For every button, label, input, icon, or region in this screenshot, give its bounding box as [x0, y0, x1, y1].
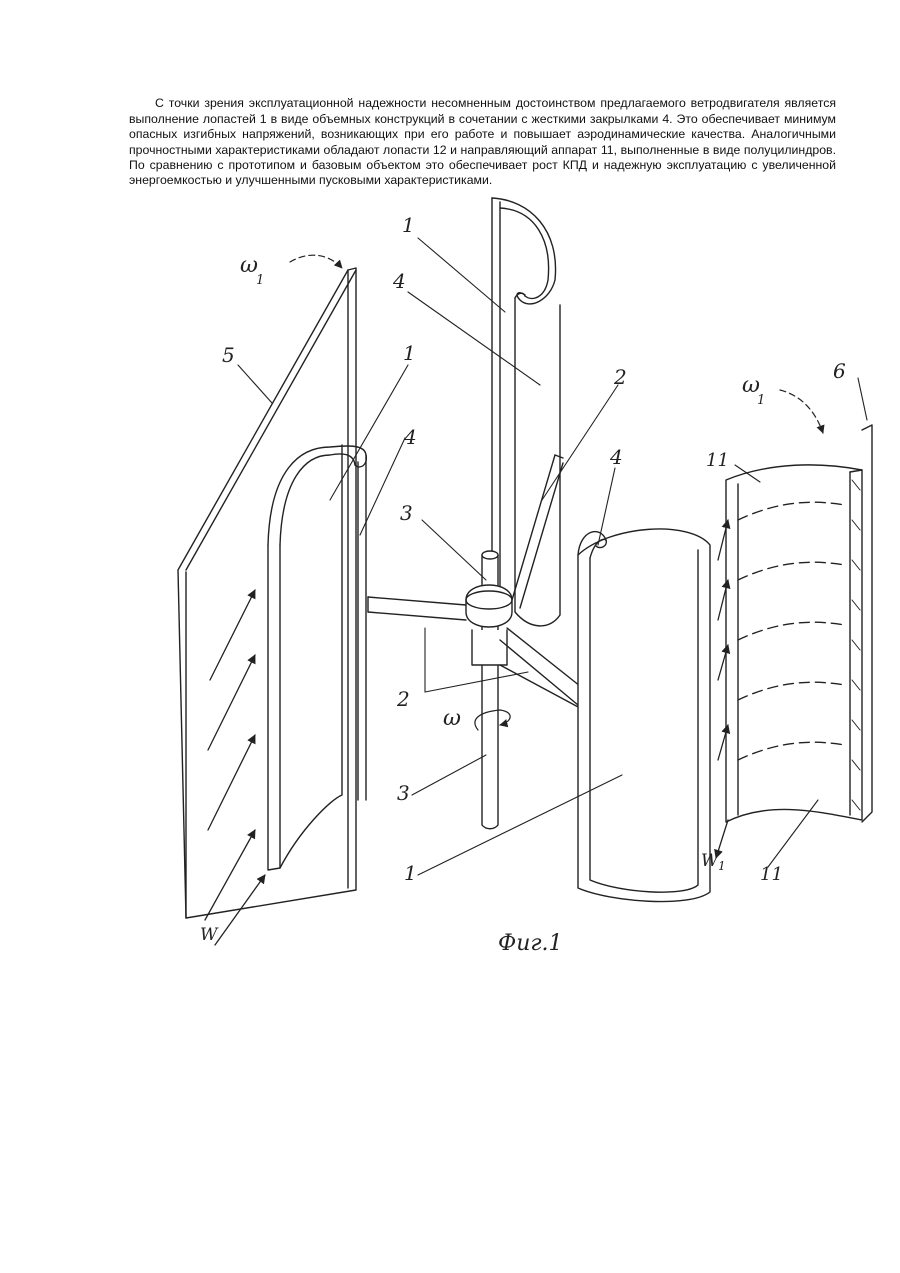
omega1-right-sub: 1: [757, 393, 765, 408]
label-4-mid: 4: [609, 445, 623, 469]
label-5: 5: [222, 343, 235, 367]
figure-1: ω 1 ω 1 ω W W 1 1 4 5 1 4 3 2 4 2 3 1 6 …: [150, 190, 890, 970]
top-blade-1: [492, 198, 560, 626]
wind-w1-sub: 1: [718, 859, 726, 873]
rotor-shaft-3: [466, 551, 512, 829]
wind-turbine-drawing: ω 1 ω 1 ω W W 1 1 4 5 1 4 3 2 4 2 3 1 6 …: [150, 190, 890, 970]
label-1-bottom: 1: [404, 861, 417, 885]
label-11-top: 11: [706, 450, 729, 471]
label-2-bottom: 2: [396, 687, 410, 711]
label-4-left: 4: [403, 425, 417, 449]
body-paragraph: С точки зрения эксплуатационной надежнос…: [129, 96, 836, 188]
label-4-top: 4: [392, 269, 406, 293]
omega-center-label: ω: [443, 706, 461, 731]
label-11-bottom: 11: [760, 864, 783, 885]
label-1-top: 1: [402, 213, 415, 237]
front-blade-1: [578, 529, 710, 902]
label-2-right: 2: [613, 365, 627, 389]
wind-w-label: W: [200, 925, 219, 945]
guide-apparatus-11: [726, 425, 872, 822]
label-1-left: 1: [403, 341, 416, 365]
label-3-bottom: 3: [397, 781, 410, 805]
label-6: 6: [833, 359, 846, 383]
omega1-left-sub: 1: [256, 273, 264, 288]
label-3-top: 3: [400, 501, 413, 525]
rotor-arms-2: [368, 455, 585, 708]
figure-caption: Фиг.1: [498, 931, 563, 956]
